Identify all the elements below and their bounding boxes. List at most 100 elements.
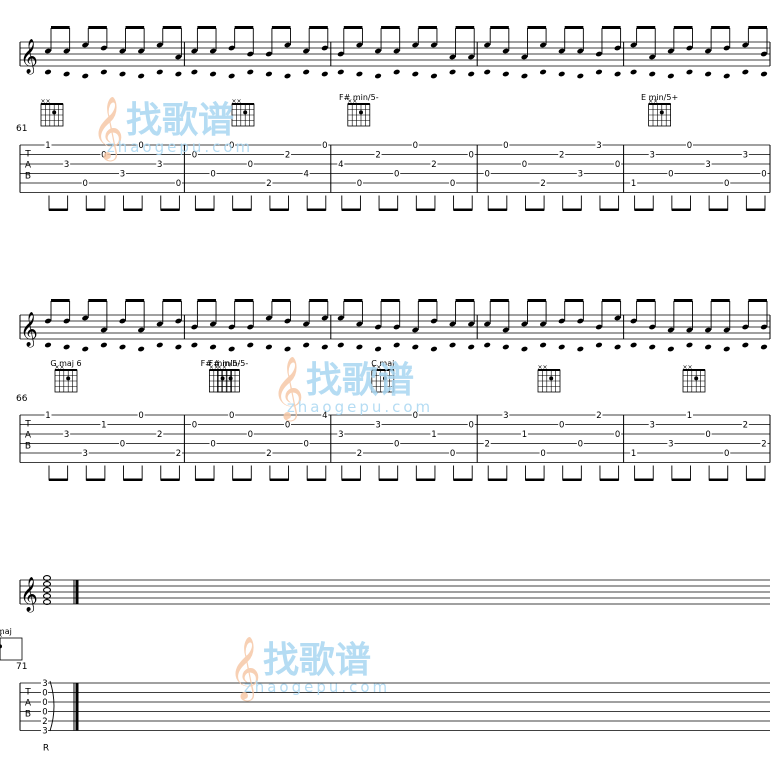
note-head — [156, 69, 163, 75]
note-head — [138, 346, 145, 352]
note-head — [723, 45, 730, 51]
tab-fret-number: 0 — [413, 411, 418, 421]
chord-finger-dot — [359, 110, 363, 115]
chord-mute-mark: × — [236, 98, 241, 105]
tab-fret-number: 0 — [42, 708, 47, 718]
chord-mute-mark: × — [217, 364, 222, 371]
note-beam — [309, 299, 328, 302]
tab-beam — [123, 208, 143, 211]
tab-beam — [307, 478, 326, 481]
note-head — [742, 324, 749, 330]
tab-number-bg — [502, 411, 510, 419]
tab-beam — [86, 478, 105, 481]
note-head — [156, 42, 163, 48]
tab-beam — [671, 478, 691, 481]
treble-clef-icon: 𝄞 — [20, 312, 38, 348]
note-head — [393, 324, 400, 330]
note-head — [723, 346, 730, 352]
note-head — [356, 71, 363, 77]
note-beam — [162, 299, 182, 302]
treble-clef-icon: 𝄞 — [92, 96, 124, 162]
tab-number-bg — [355, 179, 363, 187]
chord-mute-mark: × — [0, 632, 3, 639]
note-beam — [673, 26, 693, 29]
note-head — [630, 42, 637, 48]
tab-number-bg — [190, 150, 198, 159]
note-head — [138, 327, 145, 333]
tab-fret-number: 0 — [285, 421, 290, 431]
note-head — [521, 346, 528, 352]
note-head — [337, 342, 344, 348]
tab-number-bg — [265, 179, 273, 187]
tab-clef-letter: T — [24, 419, 31, 429]
tab-fret-number: 0 — [42, 689, 47, 699]
chord-mute-mark: × — [209, 364, 214, 371]
tab-number-bg — [209, 439, 217, 448]
note-head — [303, 321, 310, 327]
note-beam — [418, 299, 437, 302]
tab-beam — [453, 478, 473, 481]
tab-fret-number: 3 — [650, 151, 655, 161]
note-head — [321, 344, 328, 350]
note-head — [82, 346, 89, 352]
note-head — [247, 51, 254, 57]
tab-fret-number: 0 — [138, 411, 143, 421]
tab-number-bg — [374, 420, 382, 429]
chord-diagram: ×× — [537, 364, 561, 393]
arpeggio-bracket — [49, 680, 55, 732]
treble-clef-icon: 𝄞 — [229, 636, 261, 702]
chord-mute-mark: × — [352, 98, 357, 105]
tab-beam — [634, 208, 654, 211]
chord-diagram: ×× — [371, 364, 395, 393]
tab-number-bg — [156, 160, 164, 168]
tab-number-bg — [284, 150, 292, 159]
tab-fret-number: 2 — [357, 449, 362, 459]
tab-number-bg — [704, 160, 712, 168]
tab-number-bg — [393, 169, 401, 178]
tab-number-bg — [119, 169, 127, 178]
tab-beam — [562, 478, 582, 481]
tab-number-bg — [467, 150, 475, 159]
tab-beam — [525, 208, 545, 211]
note-head — [356, 344, 363, 350]
tab-number-bg — [760, 439, 768, 448]
chord-mute-mark: × — [371, 364, 376, 371]
tab-fret-number: 0 — [668, 170, 673, 180]
note-head — [100, 327, 107, 333]
tab-fret-number: 3 — [120, 170, 125, 180]
note-head — [209, 321, 217, 327]
tab-number-bg — [174, 179, 182, 187]
note-head — [449, 69, 456, 75]
tab-number-bg — [174, 449, 182, 457]
note-head — [484, 342, 491, 348]
note-head — [284, 42, 291, 48]
tab-fret-number: 3 — [338, 430, 343, 440]
tab-fret-number: 3 — [503, 411, 508, 421]
chord-mute-mark: × — [537, 364, 542, 371]
tab-beam — [562, 208, 582, 211]
note-head — [667, 346, 674, 352]
note-head — [577, 346, 584, 352]
tab-fret-number: 3 — [743, 151, 748, 161]
note-head — [649, 344, 656, 350]
whole-note-head — [42, 581, 52, 587]
tab-number-bg — [190, 420, 198, 429]
note-head — [686, 327, 693, 333]
chord-mute-mark: × — [231, 98, 236, 105]
note-head — [209, 344, 217, 350]
note-head — [156, 342, 163, 348]
note-beam — [490, 299, 509, 302]
note-head — [614, 45, 621, 51]
note-beam — [490, 26, 509, 29]
tab-fret-number: 1 — [687, 411, 692, 421]
note-beam — [381, 26, 400, 29]
note-head — [412, 71, 419, 77]
tab-fret-number: 3 — [596, 141, 601, 151]
tab-number-bg — [483, 169, 491, 178]
note-head — [412, 327, 419, 333]
tab-number-bg — [81, 449, 89, 457]
note-head — [44, 69, 52, 75]
note-head — [686, 69, 693, 75]
note-head — [374, 48, 382, 54]
